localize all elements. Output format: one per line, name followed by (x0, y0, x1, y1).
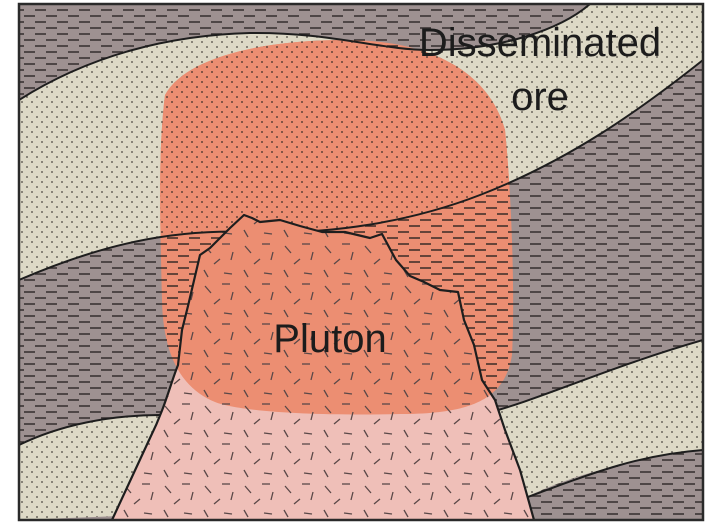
ore-label-line1: Disseminated (419, 21, 661, 65)
ore-label-line2: ore (511, 75, 569, 119)
pluton-label: Pluton (273, 317, 386, 361)
